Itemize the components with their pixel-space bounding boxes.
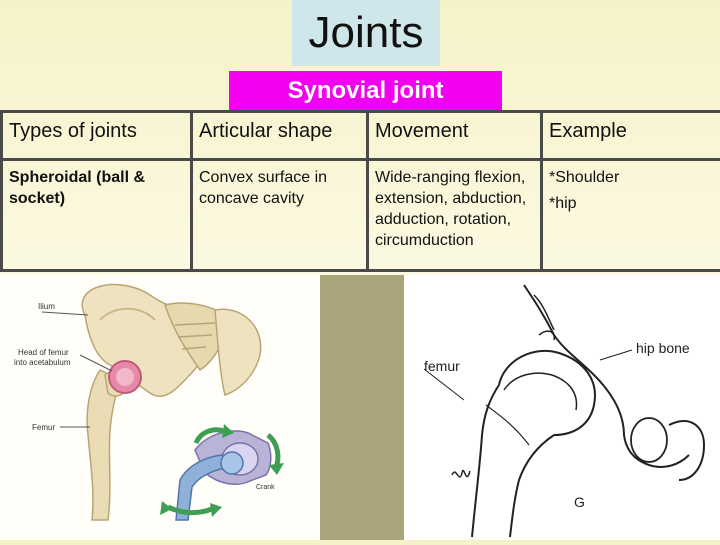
hip-joint-illustration: Ilium Head of femur into acetabulum Femu… bbox=[0, 275, 320, 540]
header-types: Types of joints bbox=[2, 112, 192, 160]
label-ilium: Ilium bbox=[38, 302, 55, 311]
joints-table: Types of joints Articular shape Movement… bbox=[0, 110, 720, 272]
example-hip: *hip bbox=[549, 193, 714, 214]
header-movement: Movement bbox=[368, 112, 542, 160]
slide-subtitle: Synovial joint bbox=[229, 71, 502, 110]
hip-joint-drawing: Ilium Head of femur into acetabulum Femu… bbox=[0, 275, 320, 540]
table-row: Spheroidal (ball & socket) Convex surfac… bbox=[2, 160, 720, 271]
cell-shape: Convex surface in concave cavity bbox=[192, 160, 368, 271]
label-crank: Crank bbox=[256, 484, 275, 491]
label-femur-sketch: femur bbox=[424, 358, 460, 374]
label-g: G bbox=[574, 494, 585, 510]
signature-mark bbox=[452, 470, 470, 476]
hip-line-drawing: femur hip bone G bbox=[404, 275, 720, 540]
cell-type: Spheroidal (ball & socket) bbox=[2, 160, 192, 271]
label-head-2: into acetabulum bbox=[14, 358, 71, 367]
slide-title: Joints bbox=[292, 0, 440, 66]
cell-movement: Wide-ranging flexion, extension, abducti… bbox=[368, 160, 542, 271]
hip-sketch: femur hip bone G bbox=[404, 275, 720, 540]
table-header-row: Types of joints Articular shape Movement… bbox=[2, 112, 720, 160]
cell-example: *Shoulder *hip bbox=[542, 160, 720, 271]
label-head: Head of femur bbox=[18, 348, 69, 357]
header-shape: Articular shape bbox=[192, 112, 368, 160]
example-shoulder: *Shoulder bbox=[549, 167, 714, 188]
image-gap bbox=[320, 275, 404, 540]
label-femur: Femur bbox=[32, 423, 55, 432]
label-hip-bone: hip bone bbox=[636, 340, 690, 356]
header-example: Example bbox=[542, 112, 720, 160]
